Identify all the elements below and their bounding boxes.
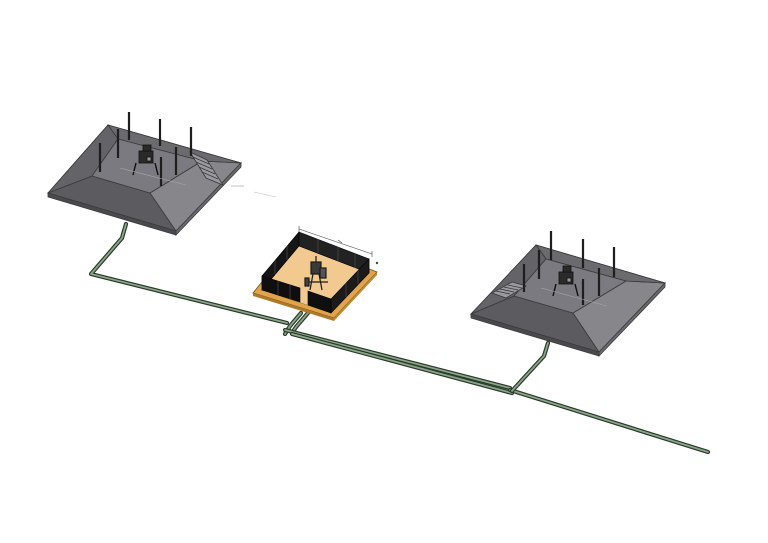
pipe-network: [88, 221, 711, 455]
left-pit-machine: [132, 144, 159, 176]
enclosure-wall-front-left: [261, 275, 301, 303]
enclosure-wall-front-mid: [307, 290, 332, 314]
right-pit: [469, 231, 666, 357]
center-enclosure: [252, 226, 379, 321]
left-pit-base-edge-right: [175, 162, 242, 236]
pipe-main-trunk: [282, 327, 711, 455]
pipe-left-branch: [88, 221, 290, 326]
enclosure-base-edge: [253, 293, 334, 321]
enclosure-wall-ribs: [274, 239, 359, 299]
right-pit-posts: [522, 231, 616, 305]
pipe-right-branch: [509, 340, 551, 394]
enclosure-dimension: [298, 226, 379, 265]
left-pit-posts: [98, 112, 193, 186]
right-pit-floor: [513, 258, 628, 314]
enclosure-base-edge-right: [334, 272, 377, 321]
left-pit-annotation: [231, 185, 277, 198]
right-pit-stairs: [491, 281, 527, 299]
left-pit-stairs: [188, 151, 225, 186]
right-pit-machine: [552, 265, 579, 297]
left-pit: [46, 112, 242, 236]
enclosure-equipment: [304, 256, 328, 291]
right-pit-base-edge-right: [598, 282, 666, 357]
